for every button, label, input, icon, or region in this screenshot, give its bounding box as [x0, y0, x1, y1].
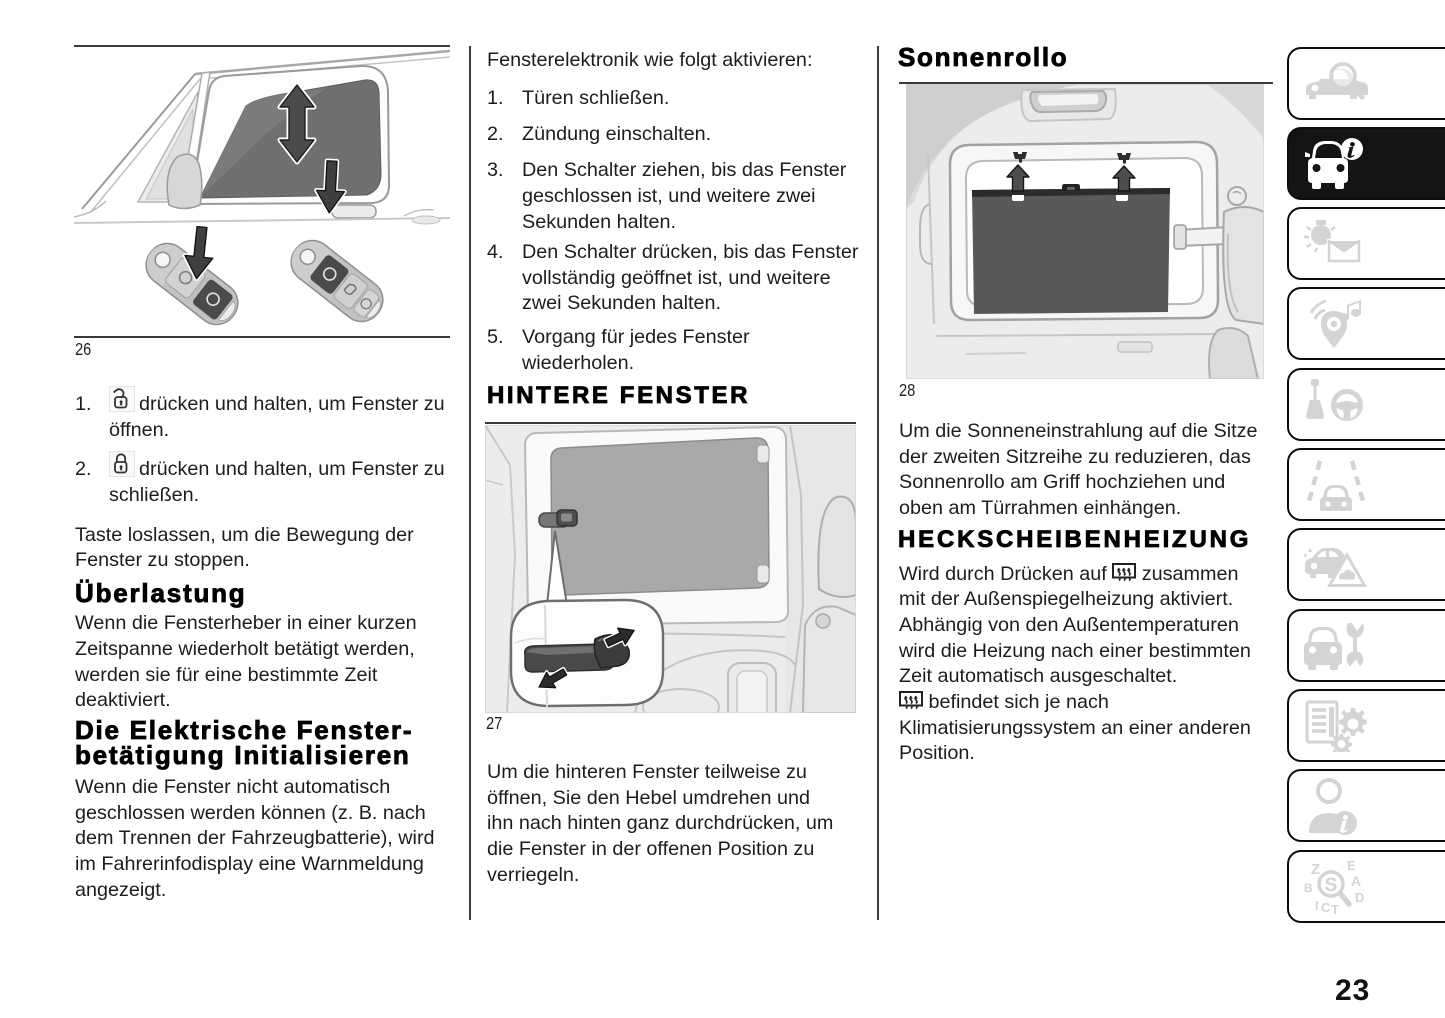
svg-text:S: S: [1325, 875, 1338, 896]
svg-text:C: C: [1321, 900, 1331, 914]
svg-text:D: D: [1355, 890, 1364, 905]
svg-text:B: B: [1304, 881, 1313, 895]
svg-text:T: T: [1331, 902, 1339, 914]
svg-text:I: I: [1315, 898, 1319, 913]
svg-text:Z: Z: [1311, 861, 1320, 878]
svg-text:A: A: [1351, 873, 1361, 889]
svg-text:E: E: [1347, 858, 1356, 873]
